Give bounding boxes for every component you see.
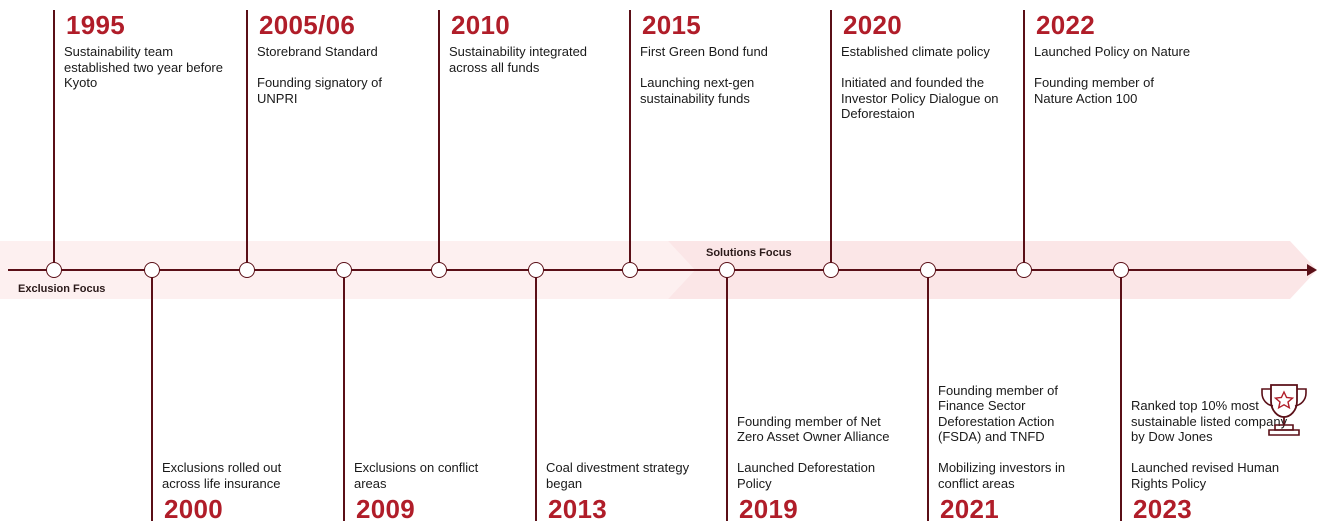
milestone-connector (246, 10, 248, 270)
milestone-text: Founding member of Net Zero Asset Owner … (737, 413, 890, 445)
axis-arrowhead (1307, 264, 1317, 276)
milestone-text: Exclusions on conflict areas (354, 460, 479, 491)
milestone-text: Sustainability team established two year… (64, 44, 223, 90)
milestone-text: Mobilizing investors in conflict areas (938, 460, 1066, 491)
milestone-text: Launched Deforestation Policy (737, 460, 876, 491)
milestone-text: Launched revised Human Rights Policy (1131, 460, 1280, 491)
milestone-connector (726, 270, 728, 521)
milestone-node (431, 262, 447, 278)
milestone-year: 2010 (451, 10, 511, 40)
milestone-description: Exclusions on conflict areas (354, 460, 514, 491)
milestone-text: Launched Policy on Nature (1034, 44, 1191, 59)
milestone-year: 2015 (642, 10, 702, 40)
milestone-connector (629, 10, 631, 270)
milestone-text: Coal divestment strategy began (546, 460, 690, 491)
milestone-node (46, 262, 62, 278)
milestone-description: Sustainability team established two year… (64, 44, 224, 91)
milestone-year: 2021 (940, 494, 1000, 524)
milestone-connector (1023, 10, 1025, 270)
phase-label-solutions: Solutions Focus (706, 247, 792, 259)
milestone-year: 2023 (1133, 494, 1193, 524)
milestone-node (920, 262, 936, 278)
milestone-connector (927, 270, 929, 521)
milestone-text: Ranked top 10% most sustainable listed c… (1131, 398, 1288, 444)
milestone-text: Founding member of Nature Action 100 (1034, 75, 1154, 106)
milestone-description: Ranked top 10% most sustainable listed c… (1131, 398, 1291, 491)
milestone-year: 2020 (843, 10, 903, 40)
milestone-year: 2019 (739, 494, 799, 524)
milestone-text: Initiated and founded the Investor Polic… (841, 75, 999, 121)
milestone-connector (1120, 270, 1122, 521)
milestone-text: First Green Bond fund (640, 44, 768, 59)
milestone-connector (830, 10, 832, 270)
milestone-node (239, 262, 255, 278)
milestone-description: Exclusions rolled out across life insura… (162, 460, 322, 491)
milestone-connector (151, 270, 153, 521)
milestone-year: 2000 (164, 494, 224, 524)
milestone-node (823, 262, 839, 278)
milestone-text: Founding member of Finance Sector Defore… (938, 382, 1058, 445)
milestone-text: Launching next-gen sustainability funds (640, 75, 755, 106)
milestone-year: 1995 (66, 10, 126, 40)
trophy-icon (1261, 384, 1307, 436)
milestone-node (336, 262, 352, 278)
milestone-description: Sustainability integrated across all fun… (449, 44, 609, 75)
milestone-node (622, 262, 638, 278)
milestone-year: 2022 (1036, 10, 1096, 40)
milestone-year: 2009 (356, 494, 416, 524)
milestone-node (528, 262, 544, 278)
milestone-description: Founding member of Net Zero Asset Owner … (737, 414, 897, 492)
milestone-text: Exclusions rolled out across life insura… (162, 460, 282, 491)
milestone-text: Established climate policy (841, 44, 990, 59)
milestone-description: Coal divestment strategy began (546, 460, 706, 491)
milestone-connector (535, 270, 537, 521)
milestone-node (719, 262, 735, 278)
milestone-node (1113, 262, 1129, 278)
milestone-description: Founding member of Finance Sector Defore… (938, 383, 1098, 492)
milestone-node (1016, 262, 1032, 278)
milestone-connector (343, 270, 345, 521)
milestone-year: 2005/06 (259, 10, 356, 40)
milestone-connector (438, 10, 440, 270)
milestone-text: Storebrand Standard (257, 44, 378, 59)
milestone-year: 2013 (548, 494, 608, 524)
milestone-text: Sustainability integrated across all fun… (449, 44, 588, 75)
phase-label-exclusion: Exclusion Focus (18, 283, 106, 295)
milestone-connector (53, 10, 55, 270)
milestone-text: Founding signatory of UNPRI (257, 75, 383, 106)
milestone-node (144, 262, 160, 278)
